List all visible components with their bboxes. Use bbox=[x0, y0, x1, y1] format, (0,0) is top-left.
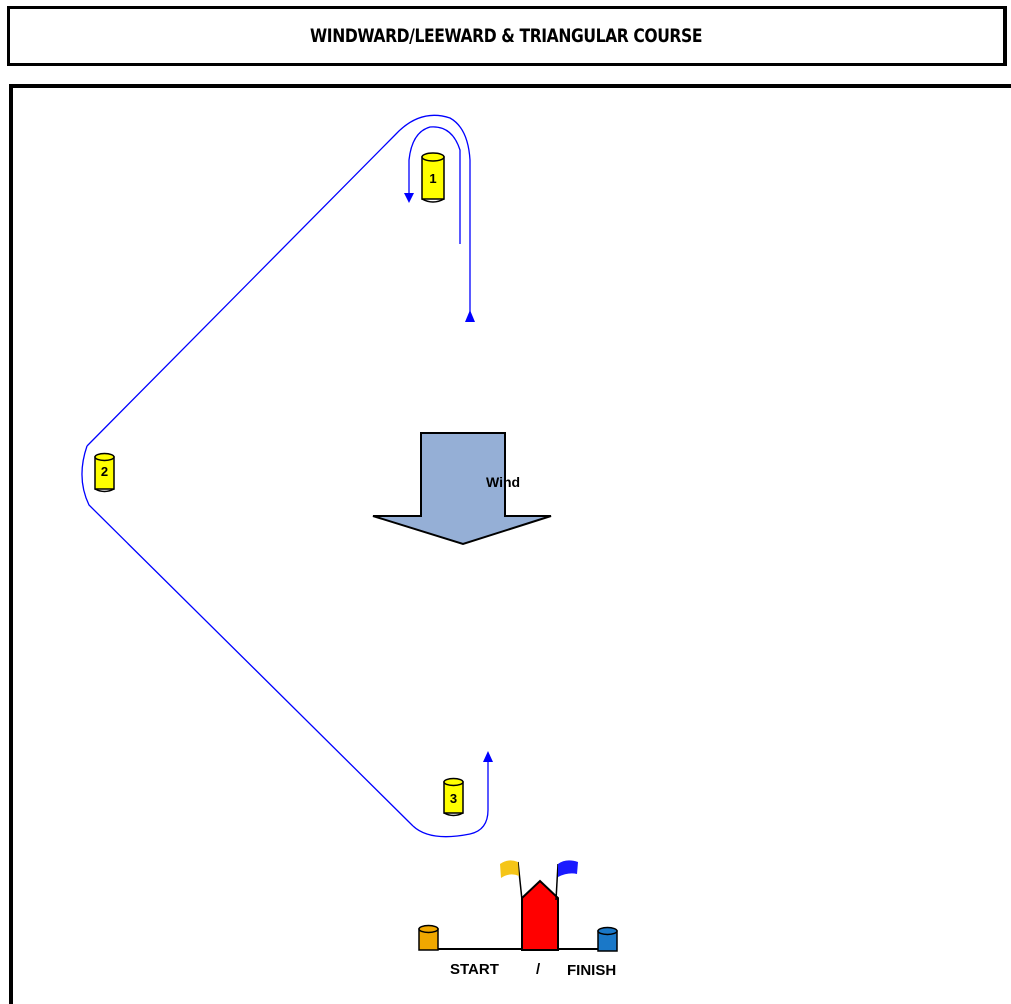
mark-3-label: 3 bbox=[450, 791, 457, 806]
finish-label: FINISH bbox=[567, 962, 616, 979]
mark-2-buoy: 2 bbox=[95, 454, 114, 492]
mark-1-buoy: 1 bbox=[422, 153, 444, 202]
start-flag bbox=[500, 860, 519, 878]
arrowhead-mark-1-down bbox=[404, 193, 414, 203]
start-label: START bbox=[450, 961, 499, 978]
start-buoy bbox=[419, 926, 438, 951]
course-leg-3-to-2 bbox=[82, 446, 413, 826]
separator-label: / bbox=[536, 961, 541, 978]
wind-arrow: Wind bbox=[373, 433, 551, 544]
finish-flag bbox=[558, 860, 578, 877]
mark-1-label: 1 bbox=[429, 171, 436, 186]
mark-3-buoy: 3 bbox=[444, 779, 463, 816]
wind-label: Wind bbox=[486, 474, 520, 490]
mark-2-label: 2 bbox=[101, 464, 108, 479]
start-flag-pole bbox=[518, 862, 522, 900]
course-leg-2-to-1 bbox=[87, 115, 470, 446]
finish-flag-pole bbox=[556, 864, 558, 900]
committee-boat bbox=[500, 860, 578, 950]
arrowhead-mark-3-up bbox=[483, 751, 493, 762]
arrowhead-leg-1-finish bbox=[465, 310, 475, 322]
finish-buoy bbox=[598, 928, 617, 952]
